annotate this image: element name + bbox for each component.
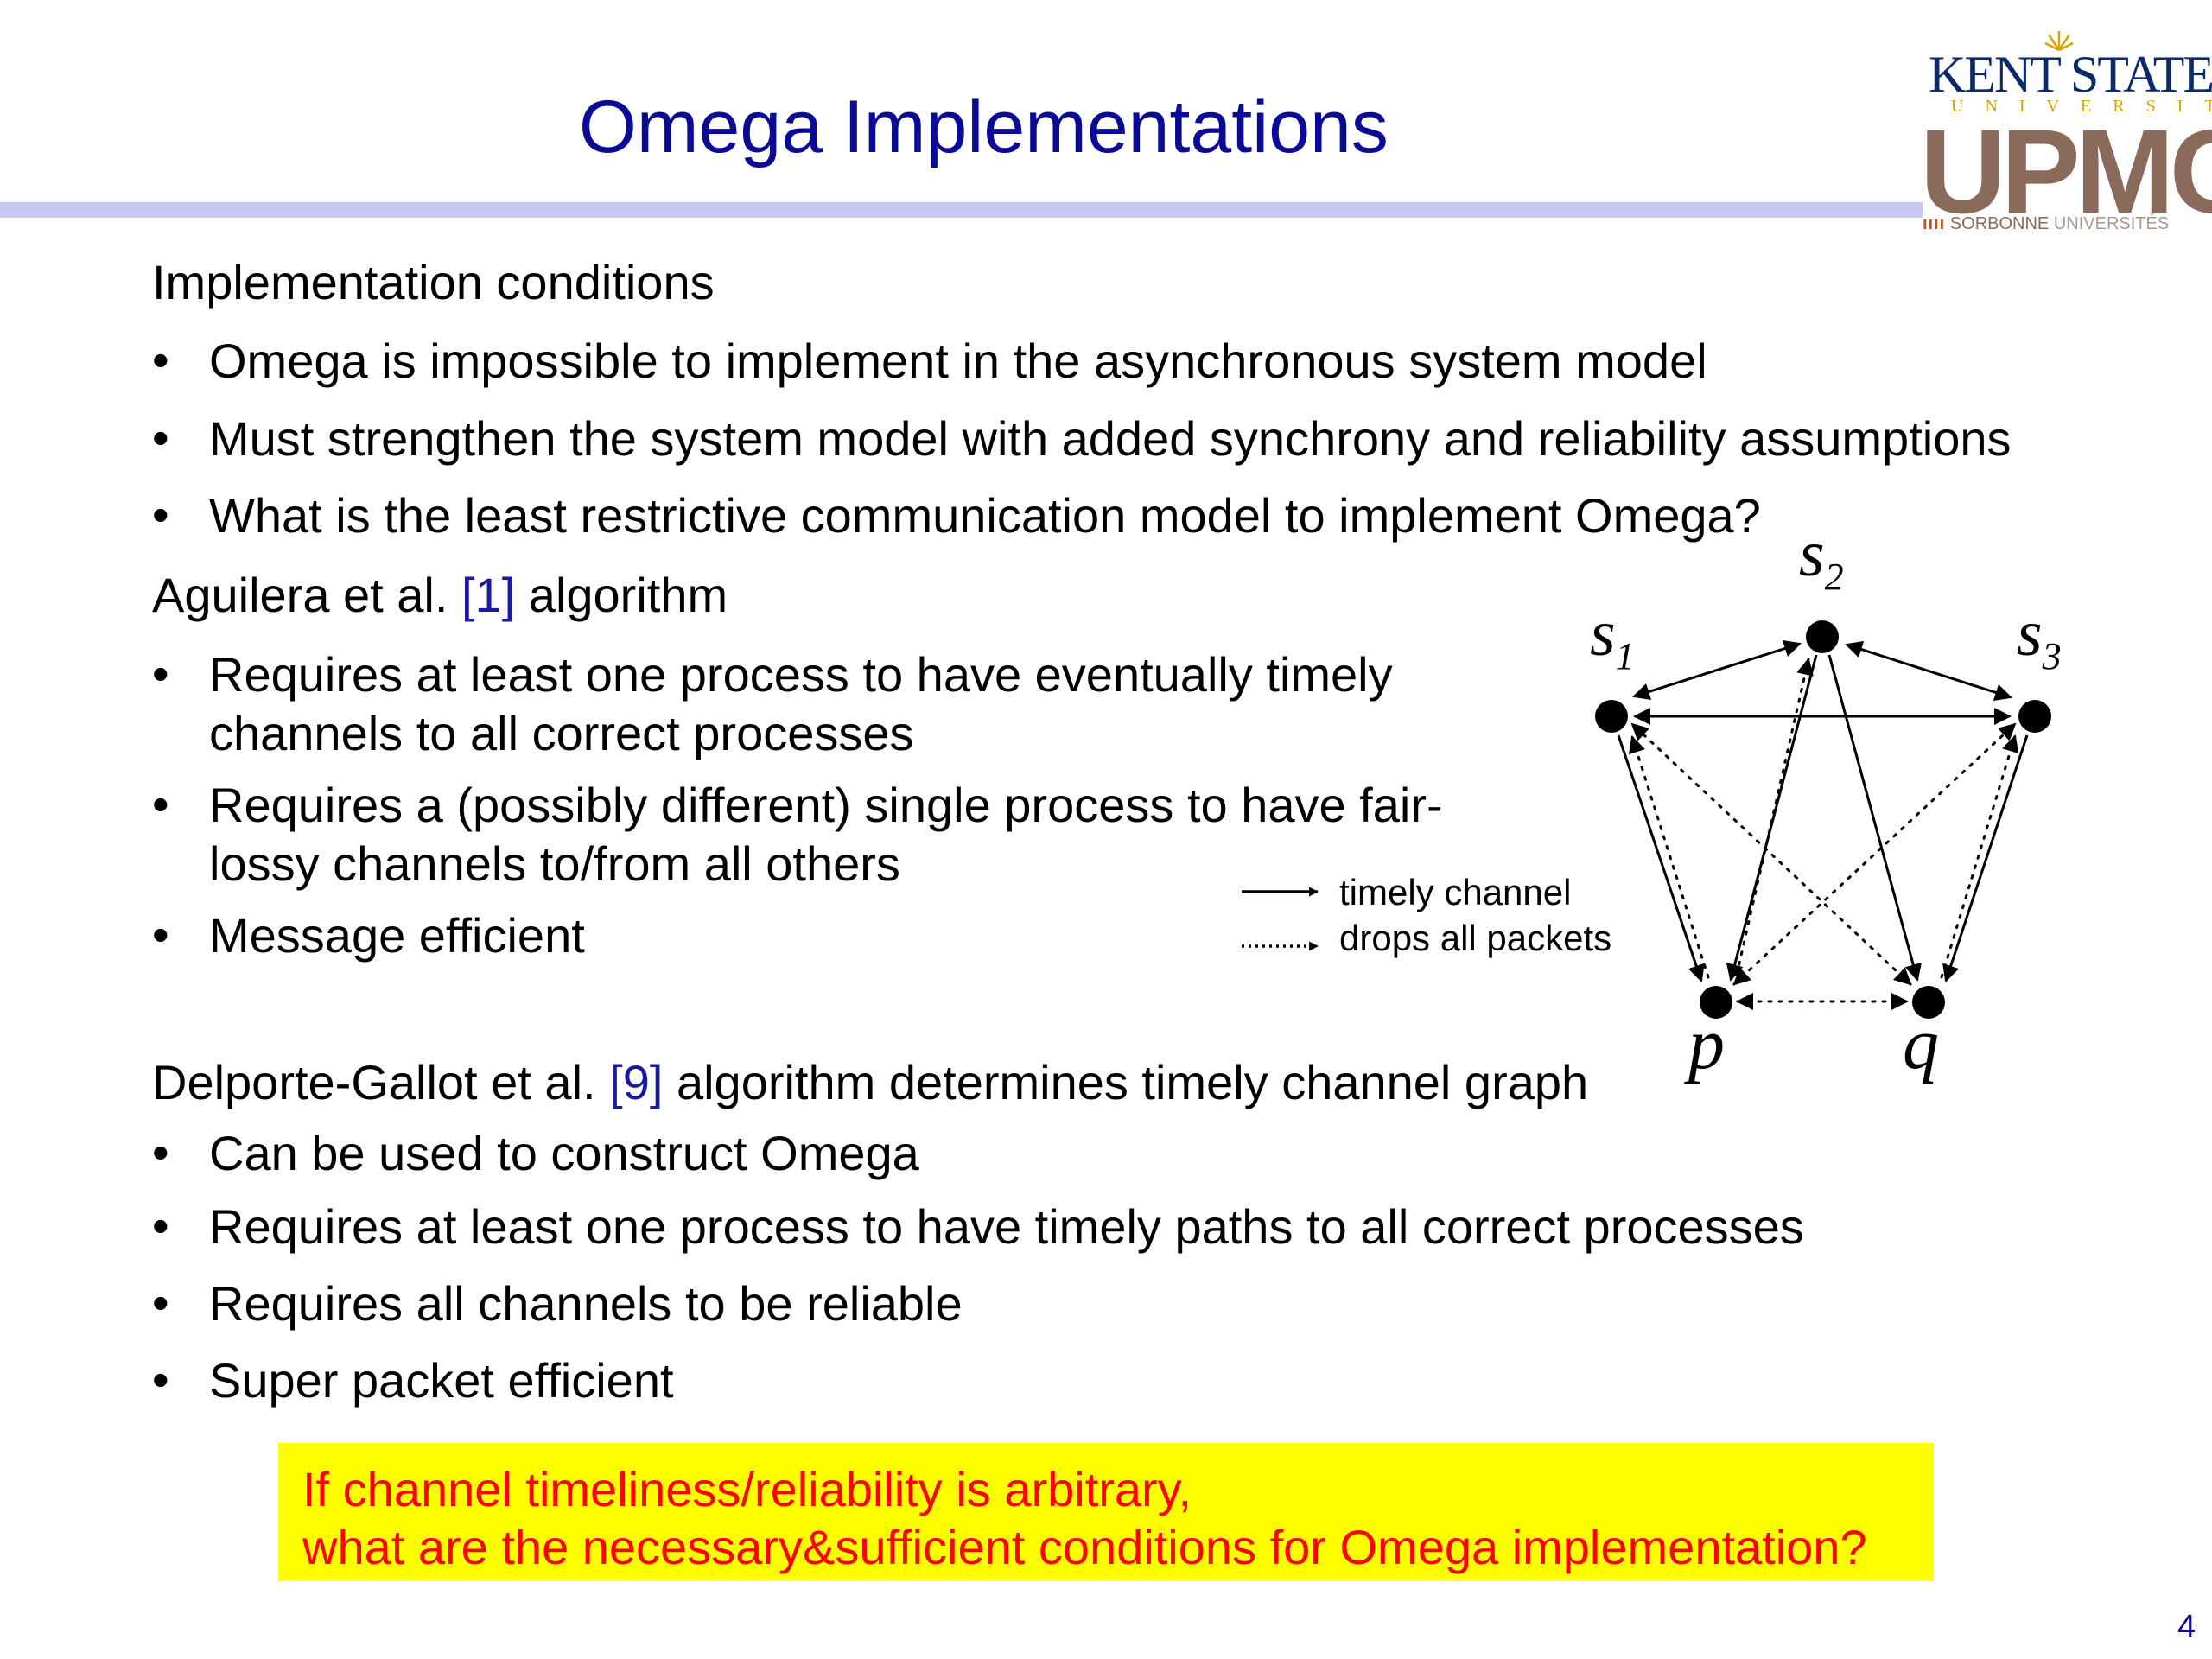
title-divider	[0, 202, 1923, 218]
question-callout: If channel timeliness/reliability is arb…	[278, 1443, 1934, 1581]
upmc-logo: UPMC	[1920, 105, 2212, 238]
node-label-p: p	[1684, 1004, 1725, 1084]
bullet-dot: •	[152, 410, 169, 465]
node-s2	[1806, 620, 1839, 653]
bullet-dot: •	[152, 333, 169, 387]
node-label-letter: s	[1799, 518, 1825, 590]
page-number: 4	[2177, 1609, 2196, 1645]
bullet-dot: •	[152, 777, 169, 831]
edge-q-s3-drops	[1940, 734, 2019, 979]
node-p	[1700, 986, 1732, 1019]
edge-s2-s3-timely	[1845, 640, 2012, 702]
bullet-text: Must strengthen the system model with ad…	[209, 411, 2012, 466]
edge-s1-s2-timely	[1632, 639, 1802, 701]
node-label-s2: s2	[1799, 518, 1844, 598]
node-label-letter: s	[1590, 597, 1616, 670]
edge-s2-q-timely	[1827, 654, 1922, 982]
edge-q-s1-drops	[1630, 722, 1912, 986]
bullet-text-line: Requires a (possibly different) single p…	[209, 778, 1443, 832]
callout-line-1: If channel timeliness/reliability is arb…	[302, 1462, 1192, 1516]
edge-s1-p-timely	[1617, 734, 1705, 982]
sorbonne-word: SORBONNE	[1949, 214, 2050, 233]
bullet-dot: •	[152, 1125, 169, 1179]
node-s1	[1595, 700, 1628, 733]
node-label-s1: s1	[1590, 597, 1635, 677]
sorbonne-bars: ıııı	[1923, 214, 1946, 233]
legend-timely-label: timely channel	[1339, 872, 1571, 912]
citation-link[interactable]: [1]	[461, 568, 516, 622]
kent-state-university-text: UNIVERSITY	[1951, 97, 2212, 116]
bullet-text: Requires all channels to be reliable	[209, 1276, 963, 1331]
heading-text: Aguilera et al.	[152, 568, 461, 622]
slide-title: Omega Implementations	[579, 86, 1389, 168]
edge-p-s1-drops	[1628, 735, 1710, 979]
node-label-s3: s3	[2017, 597, 2062, 677]
node-label-q: q	[1903, 1004, 1939, 1084]
callout-line-2: what are the necessary&sufficient condit…	[302, 1520, 1867, 1574]
section-heading-implementation-conditions: Implementation conditions	[152, 255, 715, 309]
universites-word: UNIVERSITÉS	[2053, 214, 2170, 233]
heading-text: algorithm determines timely channel grap…	[663, 1055, 1589, 1109]
node-label-subscript: 2	[1825, 556, 1844, 598]
bullet-dot: •	[152, 907, 169, 962]
bullet-dot: •	[152, 487, 169, 542]
legend-drops-label: drops all packets	[1339, 918, 1611, 958]
timely-edges	[1617, 639, 2029, 982]
sorbonne-tagline: ıııı SORBONNE UNIVERSITÉS	[1923, 214, 2169, 234]
bullet-text: Super packet efficient	[209, 1353, 674, 1408]
bullet-dot: •	[152, 1352, 169, 1407]
kent-state-logo: KENT STATE	[1929, 46, 2212, 103]
edge-s2-p-timely	[1726, 654, 1818, 982]
bullet-text: Omega is impossible to implement in the …	[209, 334, 1707, 388]
bullet-text: What is the least restrictive communicat…	[209, 488, 1761, 543]
bullet-text: Requires at least one process to have ti…	[209, 1199, 1804, 1254]
bullet-dot: •	[152, 1275, 169, 1330]
section-heading-delporte-gallot: Delporte-Gallot et al. [9] algorithm det…	[152, 1054, 1588, 1110]
heading-text: algorithm	[515, 568, 728, 622]
edge-s3-q-timely	[1942, 734, 2029, 982]
node-label-subscript: 1	[1616, 635, 1635, 677]
dropping-edges	[1628, 658, 2019, 1010]
bullet-text-line: Requires at least one process to have ev…	[209, 647, 1393, 702]
section-heading-aguilera: Aguilera et al. [1] algorithm	[152, 567, 728, 623]
node-s3	[2018, 700, 2051, 733]
bullet-dot: •	[152, 1198, 169, 1253]
diagram-legend: timely channel drops all packets	[1242, 872, 1611, 958]
bullet-dot: •	[152, 646, 169, 701]
bullet-text: Message efficient	[209, 908, 585, 963]
citation-link[interactable]: [9]	[609, 1055, 664, 1109]
bullet-text-line: lossy channels to/from all others	[209, 836, 900, 891]
bullet-text: Can be used to construct Omega	[209, 1126, 919, 1180]
heading-text: Delporte-Gallot et al.	[152, 1055, 610, 1109]
edge-p-s3-drops	[1732, 722, 2017, 986]
kent-state-sun-icon	[2044, 31, 2074, 52]
bullet-text-line: channels to all correct processes	[209, 706, 914, 760]
node-label-subscript: 3	[2042, 635, 2062, 677]
node-q	[1912, 986, 1945, 1019]
node-label-letter: s	[2017, 597, 2043, 670]
